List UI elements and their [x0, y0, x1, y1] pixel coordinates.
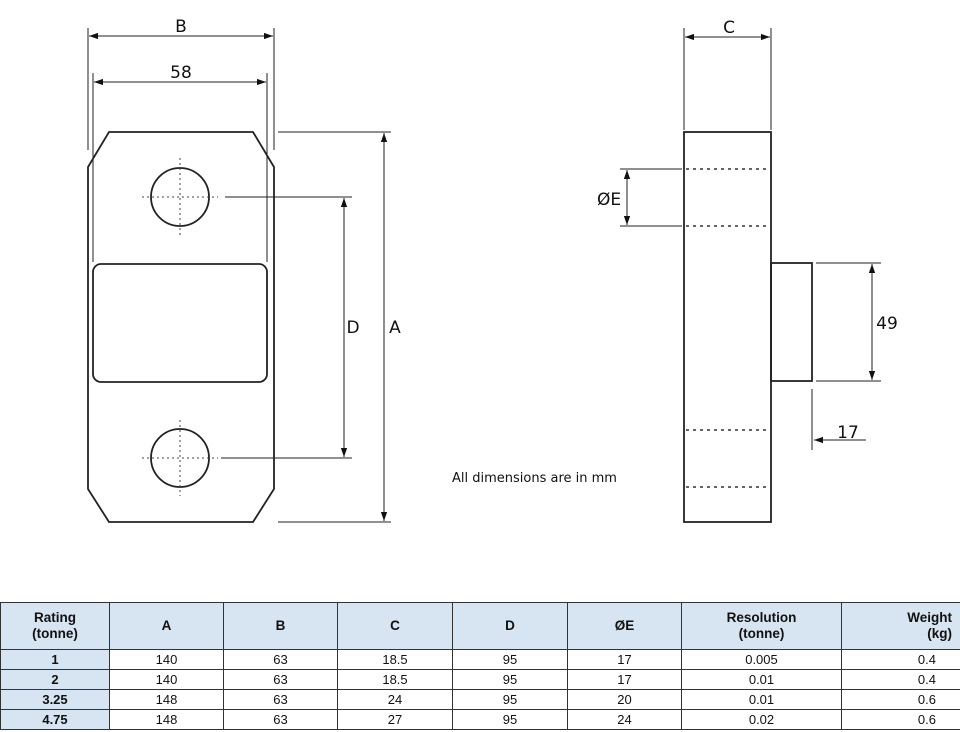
cell-d: 95: [452, 649, 568, 670]
cell-e: 17: [567, 649, 682, 670]
cell-rating: 1: [0, 649, 110, 670]
header-a: A: [109, 602, 224, 650]
units-note: All dimensions are in mm: [452, 471, 617, 486]
dimension-d: [221, 196, 352, 459]
header-d: D: [452, 602, 568, 650]
dimension-49-label: 49: [876, 314, 898, 334]
header-weight: Weight(kg): [841, 602, 960, 650]
side-body-outline: [683, 131, 772, 523]
dimension-e: [620, 168, 682, 227]
dimension-a-label: A: [389, 318, 401, 338]
header-b: B: [223, 602, 338, 650]
table-row: 4.75 148 63 27 95 24 0.02 0.6: [0, 709, 960, 730]
header-rating: Rating(tonne): [0, 602, 110, 650]
table-header-row: Rating(tonne) A B C D ØE Resolution(tonn…: [0, 602, 960, 650]
front-view: [87, 131, 275, 523]
dimension-17-label: 17: [837, 423, 859, 443]
header-e: ØE: [567, 602, 682, 650]
cell-resolution: 0.02: [681, 709, 842, 730]
dimension-d-label: D: [346, 318, 359, 338]
dimension-c-label: C: [723, 18, 735, 38]
display-boss: [770, 262, 813, 382]
cell-b: 63: [223, 689, 338, 710]
dimension-a: [278, 131, 391, 523]
display-window: [92, 263, 268, 383]
cell-resolution: 0.01: [681, 689, 842, 710]
cell-weight: 0.6: [841, 709, 960, 730]
dimension-17: [811, 389, 866, 450]
bottom-shackle-hole: [150, 428, 210, 488]
dimension-c: [683, 28, 772, 130]
top-shackle-hole: [150, 167, 210, 227]
cell-a: 140: [109, 669, 224, 690]
cell-resolution: 0.01: [681, 669, 842, 690]
cell-c: 18.5: [337, 669, 453, 690]
dimension-58-label: 58: [170, 63, 192, 83]
dimension-e-label: ØE: [597, 190, 621, 210]
cell-c: 27: [337, 709, 453, 730]
dimension-b: [87, 28, 275, 150]
cell-weight: 0.4: [841, 669, 960, 690]
table-row: 1 140 63 18.5 95 17 0.005 0.4: [0, 649, 960, 670]
cell-b: 63: [223, 669, 338, 690]
cell-weight: 0.4: [841, 649, 960, 670]
dimension-49: [816, 262, 881, 382]
cell-a: 140: [109, 649, 224, 670]
table-row: 3.25 148 63 24 95 20 0.01 0.6: [0, 689, 960, 710]
cell-c: 24: [337, 689, 453, 710]
front-body-outline: [87, 131, 275, 523]
cell-resolution: 0.005: [681, 649, 842, 670]
hole-centerlines: [142, 158, 218, 496]
header-resolution: Resolution(tonne): [681, 602, 842, 650]
cell-a: 148: [109, 689, 224, 710]
cell-e: 24: [567, 709, 682, 730]
cell-e: 17: [567, 669, 682, 690]
hidden-hole-lines: [686, 168, 770, 488]
table-row: 2 140 63 18.5 95 17 0.01 0.4: [0, 669, 960, 690]
cell-d: 95: [452, 669, 568, 690]
dimension-58: [92, 73, 268, 262]
cell-weight: 0.6: [841, 689, 960, 710]
header-c: C: [337, 602, 453, 650]
cell-d: 95: [452, 709, 568, 730]
cell-rating: 4.75: [0, 709, 110, 730]
specification-table: Rating(tonne) A B C D ØE Resolution(tonn…: [0, 602, 960, 730]
dimension-b-label: B: [175, 17, 187, 37]
cell-rating: 2: [0, 669, 110, 690]
cell-b: 63: [223, 709, 338, 730]
cell-c: 18.5: [337, 649, 453, 670]
cell-a: 148: [109, 709, 224, 730]
technical-drawing: B 58 D A C ØE: [87, 17, 898, 523]
side-view: [683, 131, 813, 523]
cell-rating: 3.25: [0, 689, 110, 710]
cell-b: 63: [223, 649, 338, 670]
cell-d: 95: [452, 689, 568, 710]
cell-e: 20: [567, 689, 682, 710]
